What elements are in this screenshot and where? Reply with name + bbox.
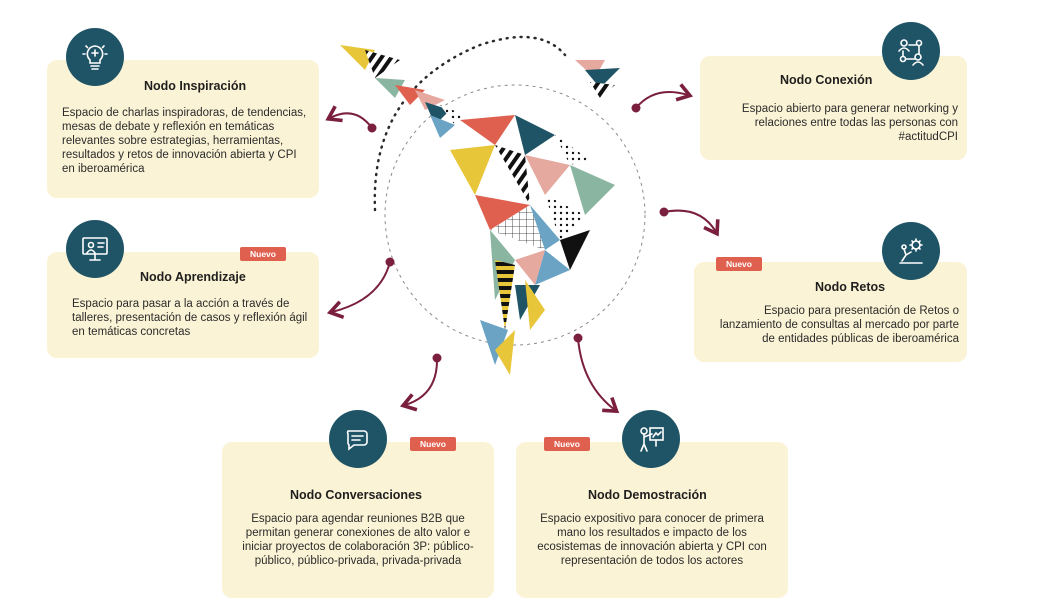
node-title-demostracion: Nodo Demostración [588,488,707,502]
network-people-icon [882,22,940,80]
dotted-arc [373,35,567,212]
node-description-inspiracion: Espacio de charlas inspiradoras, de tend… [62,107,307,175]
node-card-retos [694,262,967,362]
new-badge-aprendizaje: Nuevo [240,247,286,261]
arrow-to-demostracion [577,337,620,414]
node-card-demostracion [516,442,788,598]
latin-america-map-illustration [340,35,646,375]
whiteboard-presenter-icon [622,410,680,468]
chat-bubble-icon [329,410,387,468]
arrow-to-aprendizaje [326,261,391,320]
node-title-conexion: Nodo Conexión [780,73,873,87]
node-description-conexion: Espacio abierto para generar networking … [741,103,958,143]
arrow-to-conexion [635,83,694,109]
arrow-to-retos [663,209,720,237]
arrow-to-conversaciones [399,357,439,412]
presenter-screen-icon [66,220,124,278]
dashed-orbit-circle [384,84,646,346]
node-description-retos: Espacio para presentación de Retos o lan… [719,305,959,345]
arrow-to-inspiracion [325,105,373,129]
node-card-conversaciones [222,442,494,598]
node-title-aprendizaje: Nodo Aprendizaje [140,270,246,284]
lightbulb-icon [66,28,124,86]
node-description-conversaciones: Espacio para agendar reuniones B2B que p… [242,513,474,567]
node-description-demostracion: Espacio expositivo para conocer de prime… [537,513,767,567]
climber-gear-icon [882,222,940,280]
new-badge-conversaciones: Nuevo [410,437,456,451]
node-title-retos: Nodo Retos [815,280,886,294]
south-america-fragments [450,115,615,375]
node-description-aprendizaje: Espacio para pasar a la acción a través … [72,298,308,338]
new-badge-retos: Nuevo [716,257,762,271]
north-america-fragments [340,45,620,138]
new-badge-demostracion: Nuevo [544,437,590,451]
node-title-inspiracion: Nodo Inspiración [144,79,247,93]
node-title-conversaciones: Nodo Conversaciones [290,488,422,502]
